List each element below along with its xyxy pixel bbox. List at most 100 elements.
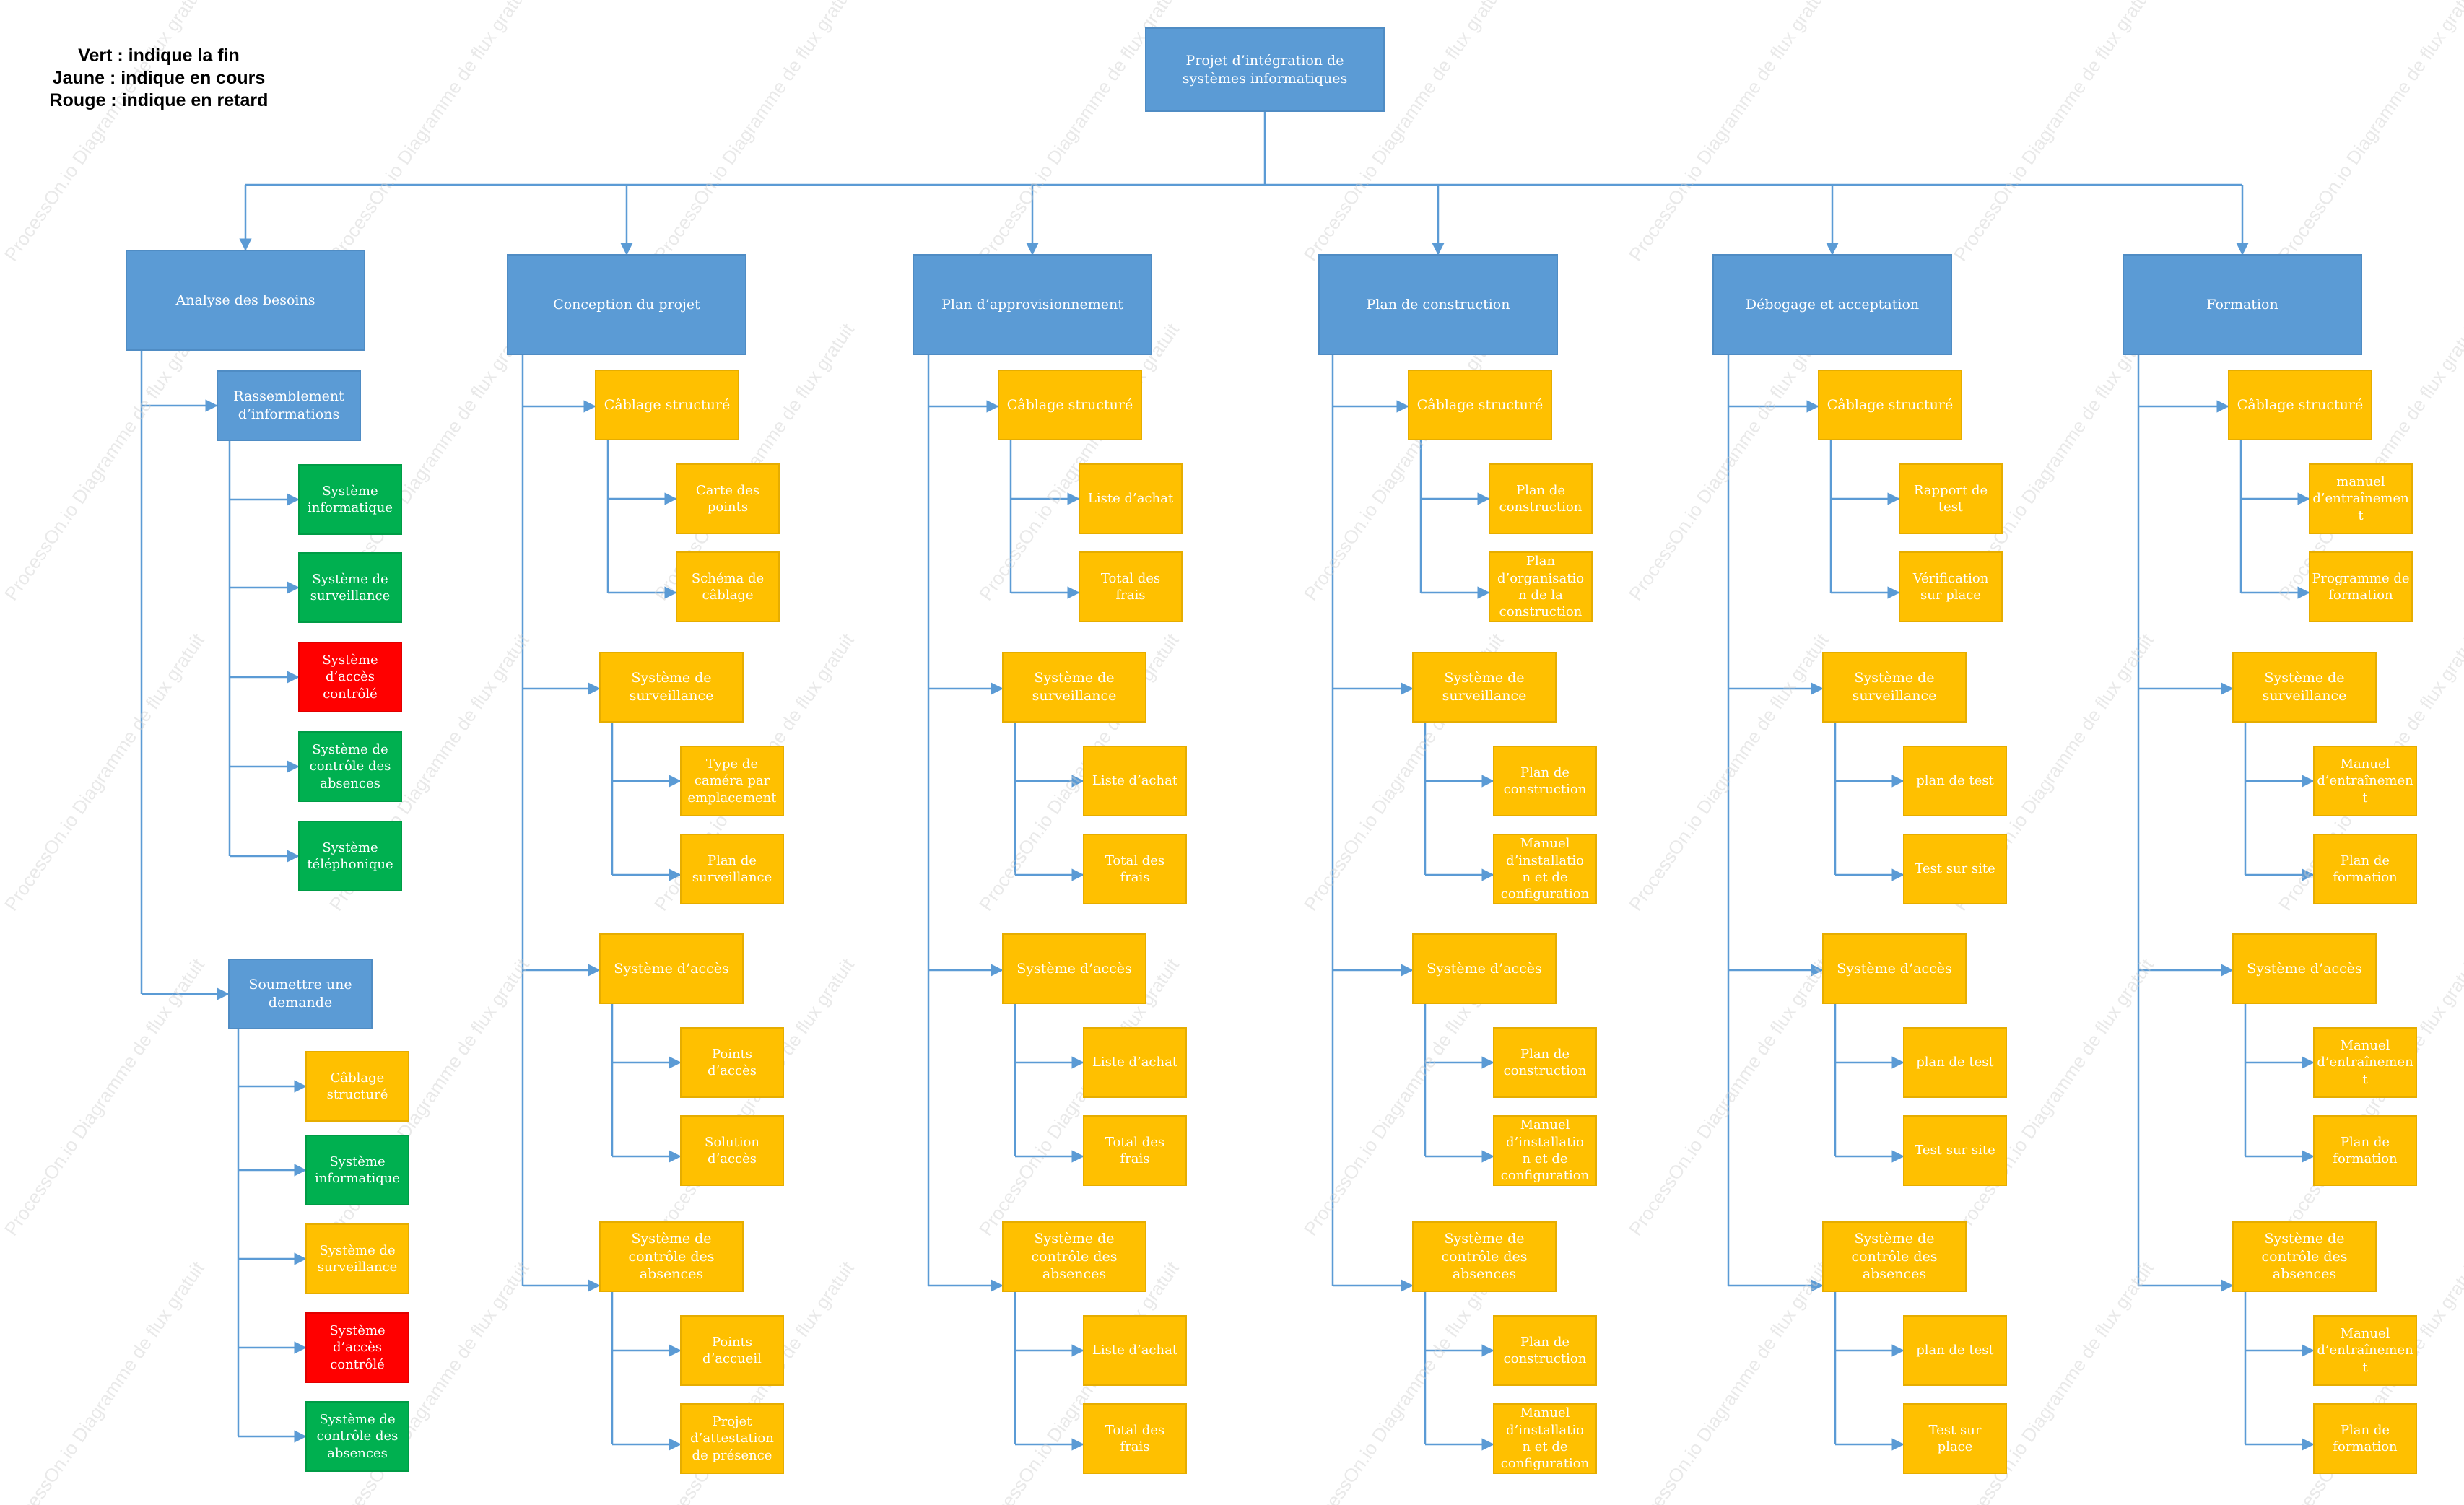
phase-5-group-2-item-1-label: Plan de formation bbox=[2333, 1134, 2398, 1166]
phase-1-group-1-item-0-label: Type de caméra par emplacement bbox=[687, 756, 777, 806]
root-node[interactable]: Projet d’intégration de systèmes informa… bbox=[1145, 27, 1385, 112]
phase-3-group-0-item-0[interactable]: Plan de construction bbox=[1489, 463, 1593, 534]
phase-5-group-2-item-1[interactable]: Plan de formation bbox=[2313, 1115, 2417, 1186]
phase-4-group-0-item-0[interactable]: Rapport de test bbox=[1899, 463, 2003, 534]
phase-0-group-1-item-3[interactable]: Système d’accès contrôlé bbox=[305, 1312, 409, 1383]
phase-0-group-1-item-1-label: Système informatique bbox=[314, 1153, 400, 1186]
phase-0-group-0-item-2[interactable]: Système d’accès contrôlé bbox=[298, 642, 402, 712]
phase-0-group-1-item-4-label: Système de contrôle des absences bbox=[316, 1411, 399, 1461]
phase-1-group-2-item-1[interactable]: Solution d’accès bbox=[680, 1115, 784, 1186]
phase-5-group-0[interactable]: Câblage structuré bbox=[2228, 370, 2372, 440]
phase-3-group-3-item-1[interactable]: Manuel d’installatio n et de configurati… bbox=[1493, 1403, 1597, 1474]
phase-4[interactable]: Débogage et acceptation bbox=[1712, 254, 1952, 355]
phase-3-group-0[interactable]: Câblage structuré bbox=[1408, 370, 1552, 440]
phase-5-group-2-item-0[interactable]: Manuel d’entraînemen t bbox=[2313, 1027, 2417, 1098]
phase-4-group-3[interactable]: Système de contrôle des absences bbox=[1822, 1221, 1967, 1292]
phase-3[interactable]: Plan de construction bbox=[1318, 254, 1558, 355]
phase-0-group-0-item-1[interactable]: Système de surveillance bbox=[298, 552, 402, 623]
phase-0-label: Analyse des besoins bbox=[175, 292, 315, 308]
phase-2-group-2[interactable]: Système d’accès bbox=[1002, 933, 1146, 1004]
phase-4-group-2-item-1[interactable]: Test sur site bbox=[1903, 1115, 2007, 1186]
phase-0-group-1-item-3-label: Système d’accès contrôlé bbox=[329, 1322, 386, 1372]
phase-4-group-3-item-0[interactable]: plan de test bbox=[1903, 1315, 2007, 1386]
legend-green: Vert : indique la fin bbox=[78, 45, 240, 66]
phase-3-group-1-item-1[interactable]: Manuel d’installatio n et de configurati… bbox=[1493, 834, 1597, 904]
phase-2[interactable]: Plan d’approvisionnement bbox=[913, 254, 1152, 355]
phase-2-group-0-label: Câblage structuré bbox=[1006, 396, 1133, 413]
phase-3-group-3[interactable]: Système de contrôle des absences bbox=[1412, 1221, 1557, 1292]
phase-2-group-1-item-0[interactable]: Liste d’achat bbox=[1083, 746, 1187, 816]
phase-1-group-2-item-0[interactable]: Points d’accès bbox=[680, 1027, 784, 1098]
phase-0-group-1-item-0[interactable]: Câblage structuré bbox=[305, 1051, 409, 1122]
phase-1-group-1-item-0[interactable]: Type de caméra par emplacement bbox=[680, 746, 784, 816]
phase-5-group-0-item-1[interactable]: Programme de formation bbox=[2309, 551, 2413, 622]
phase-4-group-1-label: Système de surveillance bbox=[1852, 670, 1937, 704]
phase-1-group-0[interactable]: Câblage structuré bbox=[595, 370, 739, 440]
phase-3-group-2[interactable]: Système d’accès bbox=[1412, 933, 1557, 1004]
phase-2-group-1-item-1[interactable]: Total des frais bbox=[1083, 834, 1187, 904]
phase-4-group-3-item-1[interactable]: Test sur place bbox=[1903, 1403, 2007, 1474]
phase-5-group-0-item-0[interactable]: manuel d’entraînemen t bbox=[2309, 463, 2413, 534]
phase-2-group-3-item-0[interactable]: Liste d’achat bbox=[1083, 1315, 1187, 1386]
phase-2-group-0-item-0-label: Liste d’achat bbox=[1087, 491, 1174, 507]
phase-3-group-0-item-1[interactable]: Plan d’organisatio n de la construction bbox=[1489, 551, 1593, 622]
phase-0-group-1-item-2[interactable]: Système de surveillance bbox=[305, 1223, 409, 1294]
phase-3-group-2-item-1[interactable]: Manuel d’installatio n et de configurati… bbox=[1493, 1115, 1597, 1186]
phase-0-group-0-item-0-label: Système informatique bbox=[307, 483, 393, 515]
phase-0-group-0-item-1-label: Système de surveillance bbox=[310, 571, 391, 603]
phase-2-group-2-item-1-label: Total des frais bbox=[1105, 1134, 1165, 1166]
phase-1-group-1[interactable]: Système de surveillance bbox=[599, 652, 744, 723]
phase-4-group-2[interactable]: Système d’accès bbox=[1822, 933, 1967, 1004]
phase-5-group-2[interactable]: Système d’accès bbox=[2232, 933, 2377, 1004]
phase-5[interactable]: Formation bbox=[2123, 254, 2362, 355]
phase-4-group-1-item-0[interactable]: plan de test bbox=[1903, 746, 2007, 816]
phase-5-group-3-item-1-label: Plan de formation bbox=[2333, 1422, 2398, 1454]
phase-0-group-1-item-0-label: Câblage structuré bbox=[326, 1070, 388, 1102]
phase-0-group-0-item-2-label: Système d’accès contrôlé bbox=[322, 652, 378, 702]
phase-0-group-1[interactable]: Soumettre une demande bbox=[228, 959, 373, 1029]
phase-3-group-1[interactable]: Système de surveillance bbox=[1412, 652, 1557, 723]
phase-2-group-2-item-0[interactable]: Liste d’achat bbox=[1083, 1027, 1187, 1098]
phase-4-group-0-item-1[interactable]: Vérification sur place bbox=[1899, 551, 2003, 622]
phase-3-group-1-item-0[interactable]: Plan de construction bbox=[1493, 746, 1597, 816]
phase-2-group-0[interactable]: Câblage structuré bbox=[998, 370, 1142, 440]
phase-0[interactable]: Analyse des besoins bbox=[126, 250, 365, 351]
phase-5-group-3-item-0[interactable]: Manuel d’entraînemen t bbox=[2313, 1315, 2417, 1386]
phase-4-group-1-item-1[interactable]: Test sur site bbox=[1903, 834, 2007, 904]
phase-0-group-0-item-3[interactable]: Système de contrôle des absences bbox=[298, 731, 402, 802]
phase-1-group-1-item-1[interactable]: Plan de surveillance bbox=[680, 834, 784, 904]
phase-2-group-0-item-1[interactable]: Total des frais bbox=[1079, 551, 1183, 622]
phase-1-group-3[interactable]: Système de contrôle des absences bbox=[599, 1221, 744, 1292]
phase-1-group-3-item-1[interactable]: Projet d’attestation de présence bbox=[680, 1403, 784, 1474]
phase-4-group-0[interactable]: Câblage structuré bbox=[1818, 370, 1962, 440]
phase-5-group-1-item-1[interactable]: Plan de formation bbox=[2313, 834, 2417, 904]
phase-3-group-2-label: Système d’accès bbox=[1427, 960, 1542, 977]
phase-0-group-0-item-4[interactable]: Système téléphonique bbox=[298, 821, 402, 891]
phase-0-group-0[interactable]: Rassemblement d’informations bbox=[217, 370, 361, 441]
phase-1[interactable]: Conception du projet bbox=[507, 254, 746, 355]
phase-3-group-3-item-0[interactable]: Plan de construction bbox=[1493, 1315, 1597, 1386]
phase-0-group-1-item-4[interactable]: Système de contrôle des absences bbox=[305, 1401, 409, 1472]
phase-4-group-1[interactable]: Système de surveillance bbox=[1822, 652, 1967, 723]
phase-5-group-3-item-1[interactable]: Plan de formation bbox=[2313, 1403, 2417, 1474]
phase-2-group-3[interactable]: Système de contrôle des absences bbox=[1002, 1221, 1146, 1292]
phase-1-group-2-item-1-label: Solution d’accès bbox=[705, 1134, 759, 1166]
phase-2-label: Plan d’approvisionnement bbox=[941, 296, 1123, 313]
phase-2-group-0-item-0[interactable]: Liste d’achat bbox=[1079, 463, 1183, 534]
phase-2-group-3-item-1[interactable]: Total des frais bbox=[1083, 1403, 1187, 1474]
phase-1-group-0-item-1[interactable]: Schéma de câblage bbox=[676, 551, 780, 622]
phase-0-group-1-item-1[interactable]: Système informatique bbox=[305, 1135, 409, 1205]
phase-1-group-0-item-0[interactable]: Carte des points bbox=[676, 463, 780, 534]
phase-4-group-2-label: Système d’accès bbox=[1837, 960, 1952, 977]
phase-1-group-3-item-0[interactable]: Points d’accueil bbox=[680, 1315, 784, 1386]
phase-2-group-2-item-1[interactable]: Total des frais bbox=[1083, 1115, 1187, 1186]
phase-5-group-1-item-0[interactable]: Manuel d’entraînemen t bbox=[2313, 746, 2417, 816]
phase-0-group-0-item-0[interactable]: Système informatique bbox=[298, 464, 402, 535]
phase-5-group-3[interactable]: Système de contrôle des absences bbox=[2232, 1221, 2377, 1292]
phase-1-group-2[interactable]: Système d’accès bbox=[599, 933, 744, 1004]
phase-4-group-2-item-0[interactable]: plan de test bbox=[1903, 1027, 2007, 1098]
phase-5-group-1[interactable]: Système de surveillance bbox=[2232, 652, 2377, 723]
phase-3-group-2-item-0[interactable]: Plan de construction bbox=[1493, 1027, 1597, 1098]
phase-2-group-1[interactable]: Système de surveillance bbox=[1002, 652, 1146, 723]
